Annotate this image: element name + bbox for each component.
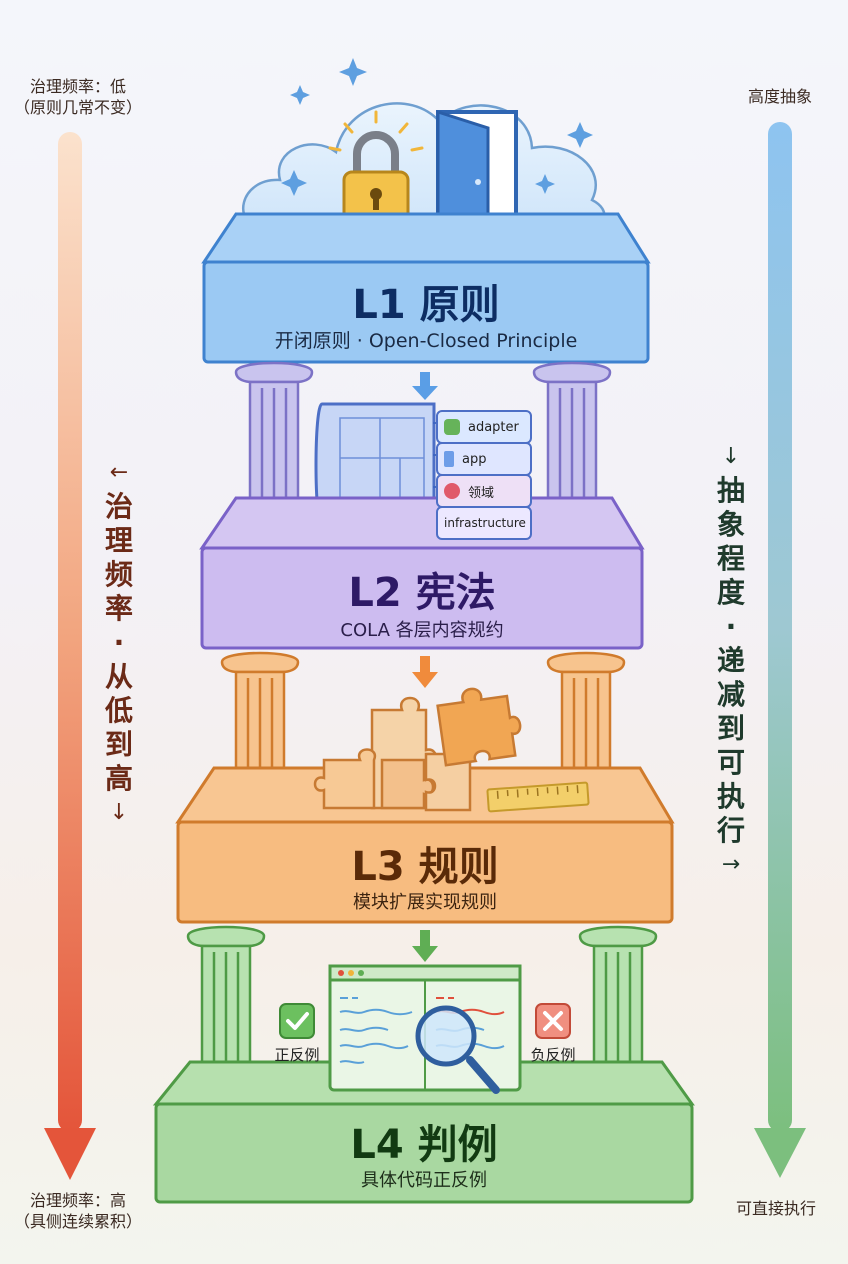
vl-r-0: ↓	[721, 444, 741, 469]
negative-example-label: 负反例	[530, 1046, 576, 1064]
left-top-caption-line1: 治理频率：低	[29, 77, 126, 96]
layer-l2-title: L2 宪法	[348, 570, 496, 616]
cola-layer-label: infrastructure	[444, 516, 526, 530]
vl-l-2: 理	[104, 524, 133, 557]
vl-r-10: 执	[716, 780, 745, 813]
cola-layer-label: 领域	[468, 485, 495, 501]
vl-l-6: 从	[104, 660, 133, 693]
ruler-icon	[486, 781, 590, 813]
l1-slab	[201, 212, 651, 364]
vl-r-1: 抽	[716, 474, 745, 507]
blueprint-icon	[314, 402, 436, 528]
vl-r-2: 象	[716, 508, 745, 541]
puzzle-icon	[313, 687, 522, 812]
right-abstraction-arrow	[754, 122, 806, 1178]
left-vertical-label: ← 治 理 频 率 · 从 低 到 高 ↓	[100, 456, 138, 830]
left-bottom-caption: 治理频率：高 （具侧连续累积）	[8, 1190, 148, 1232]
layer-l3: L3 规则 模块扩展实现规则	[178, 822, 672, 922]
positive-example-label: 正反例	[274, 1046, 320, 1064]
padlock-icon	[328, 110, 424, 226]
cola-layer-adapter: adapter	[436, 410, 532, 444]
globe-icon	[444, 483, 460, 499]
cross-icon	[535, 1003, 571, 1039]
right-top-caption: 高度抽象	[747, 87, 812, 106]
layer-l2: L2 宪法 COLA 各层内容规约	[202, 548, 642, 648]
vl-l-7: 低	[104, 694, 133, 727]
layer-l1-subtitle: 开闭原则 · Open-Closed Principle	[274, 330, 578, 352]
vl-r-8: 到	[716, 712, 745, 745]
down-arrow-icon	[412, 372, 438, 400]
layer-l3-subtitle: 模块扩展实现规则	[353, 892, 497, 913]
vl-l-1: 治	[104, 490, 133, 523]
check-icon	[279, 1003, 315, 1039]
layer-l2-subtitle: COLA 各层内容规约	[340, 620, 504, 641]
cola-layer-app: app	[436, 442, 532, 476]
vl-r-6: 递	[716, 644, 745, 677]
left-bottom-caption-line2: （具侧连续累积）	[13, 1212, 142, 1231]
left-top-caption: 治理频率：低 （原则几常不变）	[8, 76, 148, 118]
cola-layer-domain: 领域	[436, 474, 532, 508]
vl-r-4: 度	[716, 576, 745, 609]
cola-layer-label: app	[462, 451, 487, 467]
vl-l-10: ↓	[109, 800, 129, 825]
down-arrow-icon	[412, 656, 438, 688]
layer-l1: L1 原则 开闭原则 · Open-Closed Principle	[204, 262, 648, 362]
vl-r-11: 行	[716, 814, 745, 847]
sparkle-icon	[281, 58, 593, 196]
vl-r-5: ·	[725, 610, 737, 643]
vl-r-3: 程	[716, 542, 745, 575]
l2-slab	[199, 496, 645, 650]
right-vertical-label: ↓ 抽 象 程 度 · 递 减 到 可 执 行 →	[712, 440, 750, 882]
vl-l-0: ←	[109, 460, 129, 485]
layer-l3-title: L3 规则	[351, 844, 499, 890]
layer-l1-title: L1 原则	[352, 282, 500, 328]
vl-l-4: 率	[104, 592, 133, 625]
layer-l4-title: L4 判例	[350, 1122, 498, 1168]
vl-r-12: →	[721, 852, 741, 877]
vl-r-7: 减	[716, 678, 745, 711]
cola-layer-label: adapter	[468, 419, 519, 435]
cloud-icon	[242, 102, 606, 230]
left-bottom-caption-line1: 治理频率：高	[29, 1191, 126, 1210]
plug-icon	[444, 419, 460, 435]
down-arrow-icon	[412, 930, 438, 962]
cola-layer-infrastructure: infrastructure	[436, 506, 532, 540]
layer-l4-subtitle: 具体代码正反例	[361, 1170, 487, 1191]
vl-l-3: 频	[104, 558, 133, 591]
magnifier-icon	[415, 1005, 500, 1094]
left-top-caption-line2: （原则几常不变）	[13, 98, 142, 117]
vl-l-9: 高	[104, 762, 133, 795]
right-bottom-caption: 可直接执行	[735, 1199, 816, 1218]
vl-r-9: 可	[716, 746, 745, 779]
left-frequency-arrow	[44, 132, 96, 1180]
vl-l-8: 到	[104, 728, 133, 761]
vl-l-5: ·	[113, 626, 125, 659]
layer-l4: L4 判例 具体代码正反例	[156, 1104, 692, 1202]
phone-icon	[444, 451, 454, 467]
